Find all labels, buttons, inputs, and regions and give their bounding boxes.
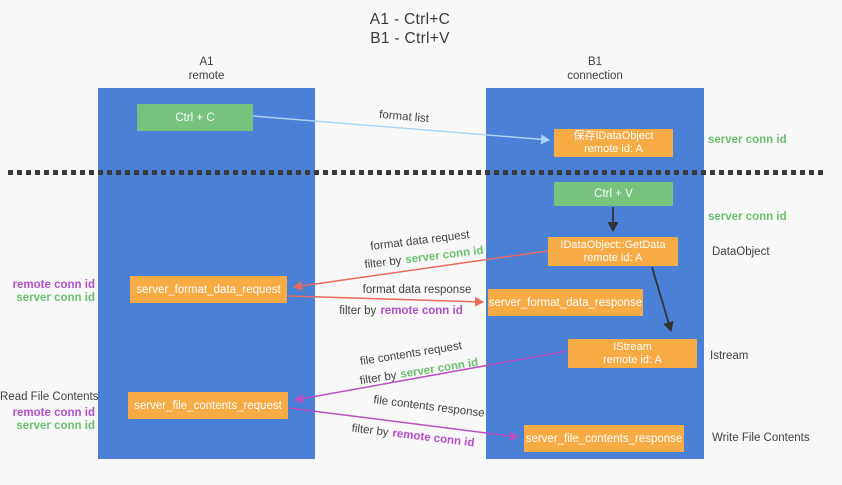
node-ctrl-c: Ctrl + C xyxy=(137,104,253,131)
annotation-server-conn-id-top-right: server conn id xyxy=(708,134,787,146)
node-ctrl-v-label: Ctrl + V xyxy=(594,188,633,200)
lifeline-a1-name: A1 xyxy=(199,56,214,68)
filter-by-text: filter by xyxy=(350,422,390,439)
server-conn-id-text: server conn id xyxy=(399,356,480,381)
diagram-title: A1 - Ctrl+C B1 - Ctrl+V xyxy=(290,10,530,48)
format-data-response-arrow xyxy=(288,295,484,307)
lifeline-header-a1: A1 remote xyxy=(98,56,315,83)
node-server-format-data-request: server_format_data_request xyxy=(130,276,287,303)
annotation-istream: Istream xyxy=(710,350,749,362)
filter-by-text: filter by xyxy=(358,369,398,388)
server-conn-id-text: server conn id xyxy=(404,244,485,267)
node-server-format-data-response-label: server_format_data_response xyxy=(488,296,643,309)
lifeline-b1-name: B1 xyxy=(587,56,603,68)
annotation-write-file-contents: Write File Contents xyxy=(712,432,810,444)
node-getdata-line2: remote id: A xyxy=(583,251,643,264)
annotation-dataobject: DataObject xyxy=(712,246,770,258)
title-line-a1: A1 - Ctrl+C xyxy=(369,11,451,28)
annotation-server-conn-id-mid-right: server conn id xyxy=(708,211,787,223)
node-istream: IStream remote id: A xyxy=(568,339,697,368)
edge-label-file-contents-response: file contents response xyxy=(372,394,486,420)
remote-conn-id-text: remote conn id xyxy=(380,305,463,317)
filter-by-text: filter by xyxy=(339,305,377,317)
node-istream-line1: IStream xyxy=(613,340,652,353)
node-server-file-contents-request: server_file_contents_request xyxy=(128,392,288,419)
annotation-server-conn-id-top-left: server conn id xyxy=(16,292,95,304)
lifeline-b1-role: connection xyxy=(567,69,623,82)
node-server-file-contents-response: server_file_contents_response xyxy=(524,425,684,452)
node-server-format-data-request-label: server_format_data_request xyxy=(136,283,281,296)
node-server-file-contents-response-label: server_file_contents_response xyxy=(525,432,683,445)
node-server-format-data-response: server_format_data_response xyxy=(488,289,643,316)
title-line-b1: B1 - Ctrl+V xyxy=(370,30,450,47)
annotation-remote-conn-id-bottom-left: remote conn id xyxy=(12,407,95,419)
node-save-dataobject-line2: remote id: A xyxy=(584,143,643,155)
annotation-remote-conn-id-top-left: remote conn id xyxy=(12,279,95,291)
node-istream-line2: remote id: A xyxy=(603,353,662,366)
remote-conn-id-text: remote conn id xyxy=(391,427,476,450)
lifeline-header-b1: B1 connection xyxy=(486,56,704,83)
node-getdata-line1: IDataObject::GetData xyxy=(560,238,666,251)
edge-label-format-list: format list xyxy=(378,108,430,126)
node-ctrl-c-label: Ctrl + C xyxy=(175,111,215,124)
session-separator-dashed-line xyxy=(8,170,824,175)
filter-by-text: filter by xyxy=(363,254,403,272)
node-server-file-contents-request-label: server_file_contents_request xyxy=(134,399,282,412)
annotation-read-file-contents: Read File Contents xyxy=(0,391,99,403)
lifeline-a1-role: remote xyxy=(188,69,225,82)
annotation-server-conn-id-bottom-left: server conn id xyxy=(16,420,95,432)
node-save-dataobject: 保存IDataObject remote id: A xyxy=(554,129,673,157)
edge-label-format-data-response: format data response xyxy=(362,284,472,296)
node-ctrl-v: Ctrl + V xyxy=(554,182,673,206)
node-save-dataobject-line1: 保存IDataObject xyxy=(573,130,654,142)
node-idataobject-getdata: IDataObject::GetData remote id: A xyxy=(548,237,678,266)
